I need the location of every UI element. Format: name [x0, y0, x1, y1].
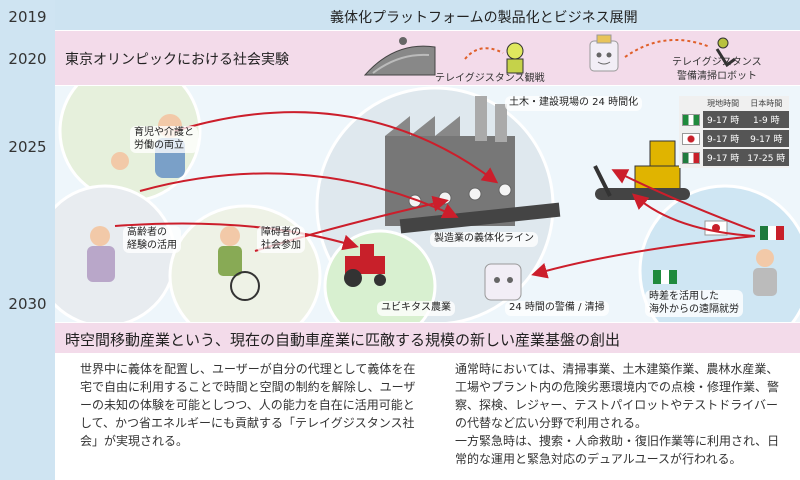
future-scene-illustration: 育児や介護と 労働の両立 高齢者の 経験の活用 障碍者の 社会参加 土木・建設現… [55, 86, 800, 322]
label-elderly: 高齢者の 経験の活用 [123, 226, 181, 253]
operator-robot-icon [715, 37, 736, 68]
scene-background [55, 86, 800, 322]
bulldozer-icon [593, 140, 690, 200]
mexico-flag-icon [760, 226, 784, 240]
band-2019-title: 義体化プラットフォームの製品化とビジネス展開 [330, 10, 638, 26]
band-2030: 時空間移動産業という、現在の自動車産業に匹敵する規模の新しい産業基盤の創出 [55, 323, 800, 353]
tz-japan: 1-9 時 [743, 111, 790, 130]
tz-local: 9-17 時 [703, 129, 744, 149]
year-2025: 2025 [8, 138, 47, 156]
year-2019: 2019 [8, 8, 47, 26]
label-construction: 土木・建設現場の 24 時間化 [505, 96, 643, 111]
paragraph-right-emergency: 一方緊急時は、捜索・人命救助・復旧作業等に利用され、日常的な運用と緊急対応のデュ… [455, 434, 780, 466]
tz-header-local: 現地時間 [707, 99, 740, 108]
stadium-icon [363, 37, 436, 76]
overseas-worker-icon [753, 249, 777, 296]
tz-header-flag [679, 96, 703, 111]
band-2020: 東京オリンピックにおける社会実験 テレイグジスタンス観戦 テレイグジスタ [55, 31, 800, 85]
band-2030-title: 時空間移動産業という、現在の自動車産業に匹敵する規模の新しい産業基盤の創出 [65, 331, 621, 349]
label-overseas: 時差を活用した 海外からの遠隔就労 [645, 290, 743, 317]
label-childcare: 育児や介護と 労働の両立 [130, 126, 198, 153]
tz-japan: 17-25 時 [743, 148, 790, 168]
timezone-table: 現地時間 日本時間 9-17 時 1-9 時 9-17 時 9-17 時 9-1… [679, 96, 790, 168]
paragraph-right: 通常時においては、清掃事業、土木建築作業、農林水産業、工場やプラント内の危険劣悪… [455, 360, 785, 468]
tz-row-nigeria: 9-17 時 1-9 時 [679, 111, 790, 130]
elderly-person-icon [87, 226, 115, 282]
japan-flag-icon [679, 129, 703, 148]
viewer-robot-icon [506, 42, 524, 74]
band-2019: 義体化プラットフォームの製品化とビジネス展開 [55, 0, 800, 30]
paragraph-left: 世界中に義体を配置し、ユーザーが自分の代理として義体を在宅で自由に利用することで… [80, 362, 416, 448]
nigeria-flag-icon [679, 111, 703, 129]
tz-row-japan: 9-17 時 9-17 時 [679, 129, 790, 149]
label-elderly-line1: 高齢者の [127, 227, 167, 238]
robot-icon [589, 34, 619, 72]
tz-header-japan: 日本時間 [750, 99, 783, 108]
olympic-illustration [363, 34, 736, 76]
band-2020-title: 東京オリンピックにおける社会実験 [65, 52, 289, 68]
nigeria-flag-icon [653, 270, 677, 284]
wheelchair-user-icon [218, 226, 260, 301]
mexico-flag-icon [679, 148, 703, 167]
label-robot-line1: テレイグジスタンス [672, 57, 762, 68]
label-childcare-line1: 育児や介護と [134, 127, 194, 138]
tz-row-mexico: 9-17 時 17-25 時 [679, 148, 790, 168]
tz-local: 9-17 時 [703, 111, 744, 130]
tz-japan: 9-17 時 [743, 129, 790, 149]
paragraph-right-normal: 通常時においては、清掃事業、土木建築作業、農林水産業、工場やプラント内の危険劣悪… [455, 362, 780, 430]
label-disabled: 障碍者の 社会参加 [257, 226, 305, 253]
label-disabled-line2: 社会参加 [261, 239, 301, 251]
year-timeline: 2019 2020 2025 2030 [0, 0, 55, 480]
label-overseas-line2: 海外からの遠隔就労 [649, 303, 739, 315]
security-robot-icon [484, 263, 522, 301]
tractor-icon [344, 244, 386, 287]
year-2030: 2030 [8, 295, 47, 313]
year-2020: 2020 [8, 50, 47, 68]
label-overseas-line1: 時差を活用した [649, 291, 719, 302]
label-watching: テレイグジスタンス観戦 [435, 73, 545, 84]
tz-local: 9-17 時 [703, 148, 744, 168]
label-childcare-line2: 労働の両立 [134, 139, 184, 151]
label-elderly-line2: 経験の活用 [127, 239, 177, 251]
label-security: 24 時間の警備 / 清掃 [505, 301, 609, 316]
label-manufacturing: 製造業の義体化ライン [430, 232, 538, 247]
label-agriculture: ユビキタス農業 [377, 301, 455, 316]
label-disabled-line1: 障碍者の [261, 227, 301, 238]
label-robot-line2: 警備清掃ロボット [677, 71, 757, 82]
